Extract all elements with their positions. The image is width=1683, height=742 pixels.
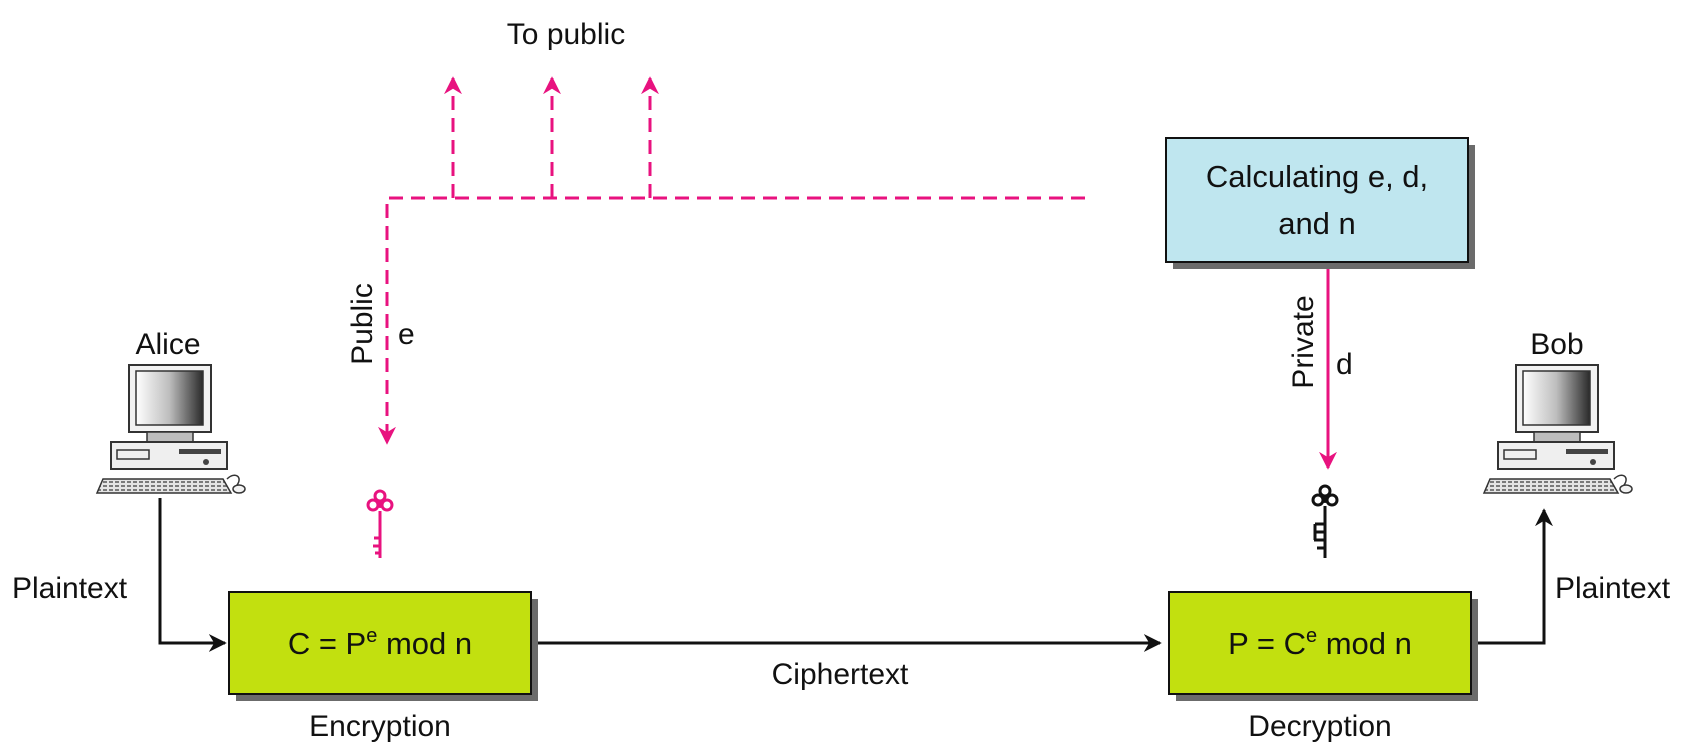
encryption-box: C = Pe mod n <box>228 591 538 701</box>
alice-computer-icon <box>95 364 246 494</box>
public-key-icon <box>366 489 394 558</box>
to-public-label: To public <box>507 18 625 51</box>
private-label: Private <box>1287 295 1320 388</box>
private-key-d-label: d <box>1336 348 1353 381</box>
decryption-formula: P = Ce mod n <box>1228 625 1412 661</box>
flow-lines <box>158 498 1553 652</box>
bob-computer-icon <box>1482 364 1633 494</box>
calculating-box-line2: and n <box>1278 206 1356 241</box>
public-label: Public <box>346 283 379 365</box>
encryption-label: Encryption <box>309 710 451 742</box>
bob-label: Bob <box>1530 328 1583 361</box>
private-key-icon <box>1311 484 1339 558</box>
encryption-formula: C = Pe mod n <box>288 625 472 661</box>
calculating-box-line1: Calculating e, d, <box>1206 159 1428 194</box>
calculating-box: Calculating e, d, and n <box>1165 137 1475 269</box>
public-key-e-label: e <box>398 318 415 351</box>
alice-label: Alice <box>135 328 200 361</box>
decryption-label: Decryption <box>1248 710 1391 742</box>
decryption-box: P = Ce mod n <box>1168 591 1478 701</box>
plaintext-right-label: Plaintext <box>1555 572 1671 605</box>
plaintext-left-label: Plaintext <box>12 572 128 605</box>
public-key-path <box>378 76 1085 445</box>
ciphertext-label: Ciphertext <box>772 658 909 691</box>
